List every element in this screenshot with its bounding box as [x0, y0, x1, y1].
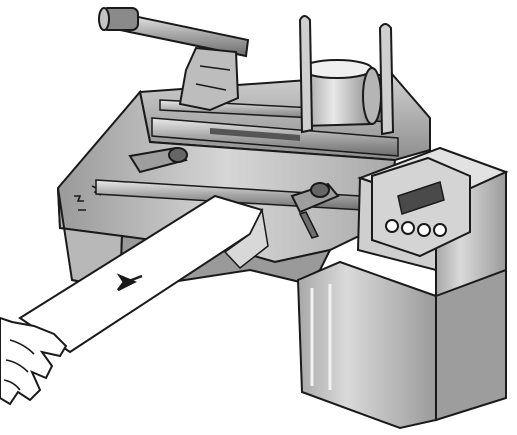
round-button-icon: [417, 223, 431, 237]
left-guide-knob: [168, 147, 188, 163]
right-guide-pointer: [298, 211, 320, 239]
lever-grip-cap: [98, 7, 110, 31]
arrow-left-icon: [116, 273, 143, 292]
lever-bracket-detail: [195, 65, 231, 91]
roll-guide-left: [298, 15, 314, 134]
pedestal-edge-highlight: [310, 284, 332, 390]
pedestal-side: [435, 268, 507, 422]
sheet-fold-under: [223, 207, 269, 270]
edge-guides: [128, 146, 340, 239]
hand-finger-lines: [3, 339, 35, 391]
lever-bracket: [178, 46, 240, 112]
round-button-icon: [385, 219, 399, 233]
right-guide-knob: [310, 182, 330, 198]
base-pedestal: [296, 260, 507, 430]
lever-handle: [98, 7, 250, 112]
round-button-icon: [401, 221, 415, 235]
hand: [0, 316, 68, 406]
lever-arm: [118, 12, 250, 58]
hand-outline: [0, 316, 68, 406]
roll-core: [362, 67, 382, 125]
roller-shadow-stripe: [210, 128, 300, 141]
round-button-icon: [433, 223, 447, 237]
roll-top-edge: [301, 59, 373, 79]
pedestal-front: [296, 260, 437, 430]
control-display: [397, 181, 445, 215]
label-roll: [298, 15, 395, 136]
roll-guide-right: [378, 23, 395, 136]
